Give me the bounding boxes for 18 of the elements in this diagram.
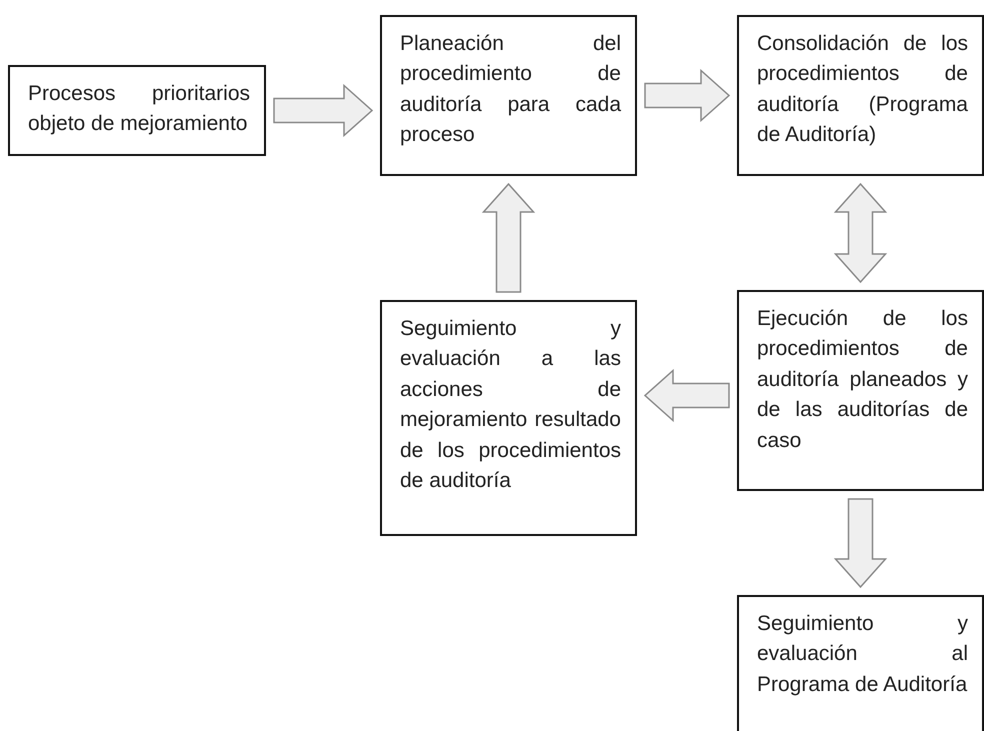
block-arrow — [644, 68, 730, 122]
process-box — [8, 65, 266, 156]
block-arrow — [482, 182, 536, 293]
process-box — [380, 15, 637, 176]
block-arrow — [644, 368, 730, 422]
box-text: Procesos prioritarios objeto de mejoramiento — [28, 81, 250, 138]
box-text: Consolidación de los procedimientos de auditoría (Programa de Auditoría) — [757, 31, 968, 148]
block-arrow — [834, 498, 888, 588]
box-text: Seguimiento y evaluación al Programa de Auditoría — [757, 611, 968, 698]
process-box — [737, 15, 984, 176]
process-box — [380, 300, 637, 536]
box-text: Ejecución de los procedimientos de auditoría planeados y de las auditorías de caso — [757, 306, 968, 454]
block-arrow — [834, 182, 888, 284]
box-text: Planeación del procedimiento de auditoría para cada proceso — [400, 31, 621, 148]
box-text: Seguimiento y evaluación a las acciones de mejoramiento resultado de los procedimientos de auditoría — [400, 316, 621, 494]
block-arrow — [273, 84, 374, 138]
process-box — [737, 290, 984, 491]
process-box — [737, 595, 984, 731]
